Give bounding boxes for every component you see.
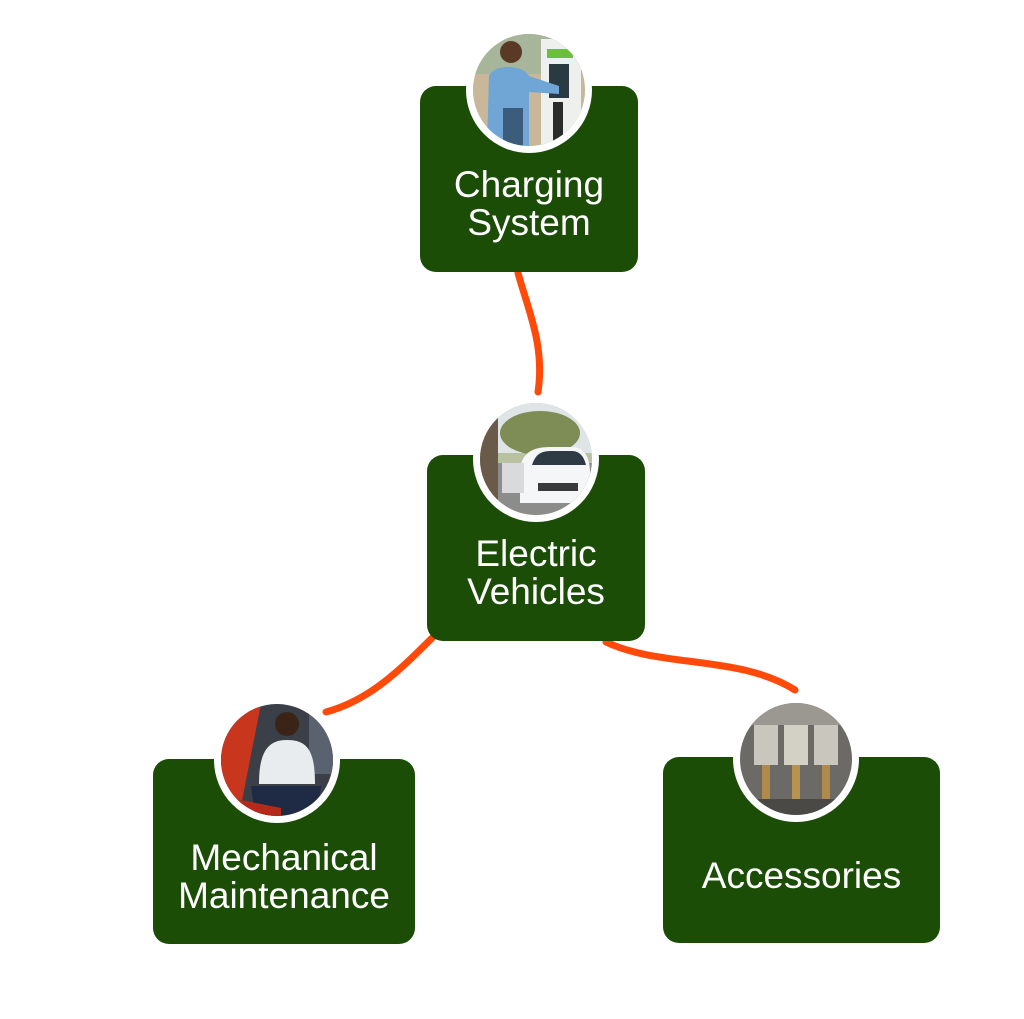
connector-electric-mechanical [322,632,438,716]
engine-pistons-photo [733,696,859,822]
connector-electric-accessories [602,638,799,694]
label-line-1: Mechanical [190,837,378,878]
label-line-1: Charging [453,164,605,205]
charging-station-photo [466,27,592,153]
label-line-1: Electric [475,533,597,574]
node-electric-vehicles[interactable]: Electric Vehicles [427,455,645,641]
node-label: Electric Vehicles [427,535,645,611]
label-line-2: System [467,202,591,243]
mechanic-photo [214,697,340,823]
label-line-2: Maintenance [178,875,390,916]
label-line-2: Vehicles [467,571,605,612]
node-label: Mechanical Maintenance [153,839,415,915]
connector-charging-electric [514,269,544,396]
label-line-1: Accessories [701,855,902,896]
node-label: Accessories [663,857,940,895]
electric-car-photo [473,396,599,522]
node-label: Charging System [420,166,638,242]
